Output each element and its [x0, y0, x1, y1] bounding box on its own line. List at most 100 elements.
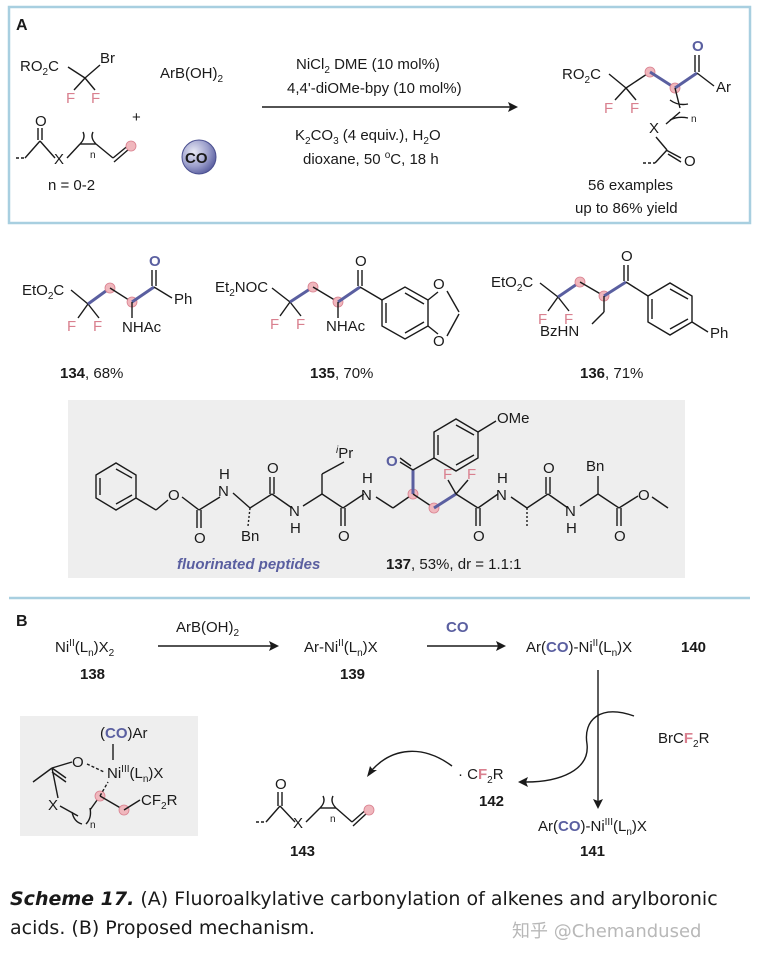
svg-text:H: H [497, 470, 508, 487]
svg-text:F: F [93, 318, 102, 335]
fluorine-1: F [66, 90, 75, 107]
peptide-num: 137 [386, 556, 411, 573]
svg-text:N: N [565, 503, 576, 520]
ome-label: OMe [497, 410, 530, 427]
ex136-sub: BzHN [540, 323, 579, 340]
svg-text:X: X [54, 151, 64, 168]
product-general: RO2C F F O Ar n X O 56 examples up to 86… [562, 38, 731, 217]
reagent-brcf2r: BrCF2R [658, 730, 710, 750]
peptide-caption-italic: fluorinated peptides [177, 556, 320, 573]
svg-text:X: X [293, 815, 303, 832]
examples-count: 56 examples [588, 177, 673, 194]
example-136: EtO2C F F O BzHN Ph 136, 71% [491, 248, 728, 382]
svg-text:F: F [296, 316, 305, 333]
figure-caption: Scheme 17. (A) Fluoroalkylative carbonyl… [10, 885, 755, 943]
svg-text:N: N [496, 487, 507, 504]
num-138: 138 [80, 666, 105, 683]
arylboronic-acid: ArB(OH)2 [160, 65, 224, 85]
svg-text:N: N [218, 483, 229, 500]
species-138: NiII(Ln)X2 [55, 638, 115, 659]
condition-4: dioxane, 50 oC, 18 h [303, 150, 439, 168]
peptide-yield: , 53%, dr = 1.1:1 [411, 556, 522, 573]
num-141: 141 [580, 843, 605, 860]
reaction-arrow [262, 102, 518, 112]
svg-text:134, 68%: 134, 68% [60, 365, 123, 382]
species-140: Ar(CO)-NiII(Ln)X [526, 638, 632, 659]
svg-text:N: N [289, 503, 300, 520]
svg-text:H: H [566, 520, 577, 537]
panel-b-label: B [16, 613, 28, 630]
svg-text:RO2C: RO2C [562, 66, 601, 86]
radical-142: · CF2R [458, 766, 504, 786]
svg-text:O: O [386, 453, 398, 470]
svg-text:O: O [149, 253, 161, 270]
panel-a-frame [7, 5, 752, 225]
condition-3: K2CO3 (4 equiv.), H2O [295, 127, 441, 147]
svg-text:EtO2C: EtO2C [22, 282, 64, 302]
peptide-box [68, 400, 685, 578]
ex135-num: 135 [310, 365, 335, 382]
svg-text:O: O [433, 333, 445, 350]
bn-2: Bn [586, 458, 604, 475]
ex136-num: 136 [580, 365, 605, 382]
svg-text:O: O [355, 253, 367, 270]
svg-text:O: O [194, 530, 206, 547]
scheme-figure: A RO2C Br F F ArB(OH)2 + O X n n = 0-2 [7, 5, 752, 860]
svg-text:n: n [330, 814, 336, 825]
ex136-yield: , 71% [605, 365, 643, 382]
fluorine-2: F [91, 90, 100, 107]
svg-text:RO2C: RO2C [20, 58, 59, 78]
svg-text:F: F [538, 311, 547, 328]
arrow-1-reagent: ArB(OH)2 [176, 619, 240, 639]
co-label: CO [185, 150, 208, 167]
svg-text:O: O [621, 248, 633, 265]
svg-text:O: O [275, 776, 287, 793]
caption-title: Scheme 17. [10, 888, 135, 910]
num-142: 142 [479, 793, 504, 810]
example-135: Et2NOC F F O NHAc O O 135, 70% [215, 253, 460, 382]
ex135-yield: , 70% [335, 365, 373, 382]
num-140: 140 [681, 639, 706, 656]
alkene-substrate: O X n n = 0-2 [16, 113, 137, 194]
svg-text:O: O [338, 528, 350, 545]
svg-text:136, 71%: 136, 71% [580, 365, 643, 382]
ex136-ph: Ph [710, 325, 728, 342]
ni-iii-intermediate: (CO)Ar NiIII(Ln)X O X n CF2R [32, 725, 178, 831]
svg-text:n: n [90, 820, 96, 831]
svg-text:H: H [290, 520, 301, 537]
co-ball: CO [181, 139, 217, 175]
ex134-yield: , 68% [85, 365, 123, 382]
radical-addition-arrow [371, 750, 453, 771]
svg-text:137, 53%, dr = 1.1:1: 137, 53%, dr = 1.1:1 [386, 556, 522, 573]
svg-text:CF2R: CF2R [141, 792, 178, 812]
svg-text:F: F [630, 100, 639, 117]
svg-text:F: F [604, 100, 613, 117]
svg-text:F: F [443, 466, 452, 483]
svg-text:NiIII(Ln)X: NiIII(Ln)X [107, 764, 163, 785]
panel-a-label: A [16, 17, 28, 34]
caption-text: (A) Fluoroalkylative carbonylation of al… [10, 888, 718, 939]
species-139: Ar-NiII(Ln)X [304, 638, 378, 659]
bn-1: Bn [241, 528, 259, 545]
svg-text:H: H [219, 466, 230, 483]
svg-text:O: O [72, 754, 84, 771]
plus-sign: + [132, 109, 141, 126]
svg-text:Ar: Ar [716, 79, 731, 96]
svg-text:Et2NOC: Et2NOC [215, 279, 268, 299]
num-143: 143 [290, 843, 315, 860]
ex135-sub: NHAc [326, 318, 366, 335]
condition-1: NiCl2 DME (10 mol%) [296, 56, 440, 76]
condition-2: 4,4'-diOMe-bpy (10 mol%) [287, 80, 462, 97]
svg-text:n: n [90, 150, 96, 161]
example-134: EtO2C F F O Ph NHAc 134, 68% [22, 253, 192, 382]
svg-text:O: O [267, 460, 279, 477]
svg-text:O: O [473, 528, 485, 545]
svg-text:n: n [691, 114, 697, 125]
watermark: 知乎 @Chemandused [512, 921, 702, 942]
svg-text:F: F [67, 318, 76, 335]
svg-text:O: O [168, 487, 180, 504]
svg-text:O: O [638, 487, 650, 504]
species-141: Ar(CO)-NiIII(Ln)X [538, 817, 647, 838]
svg-text:F: F [564, 311, 573, 328]
svg-text:X: X [48, 797, 58, 814]
